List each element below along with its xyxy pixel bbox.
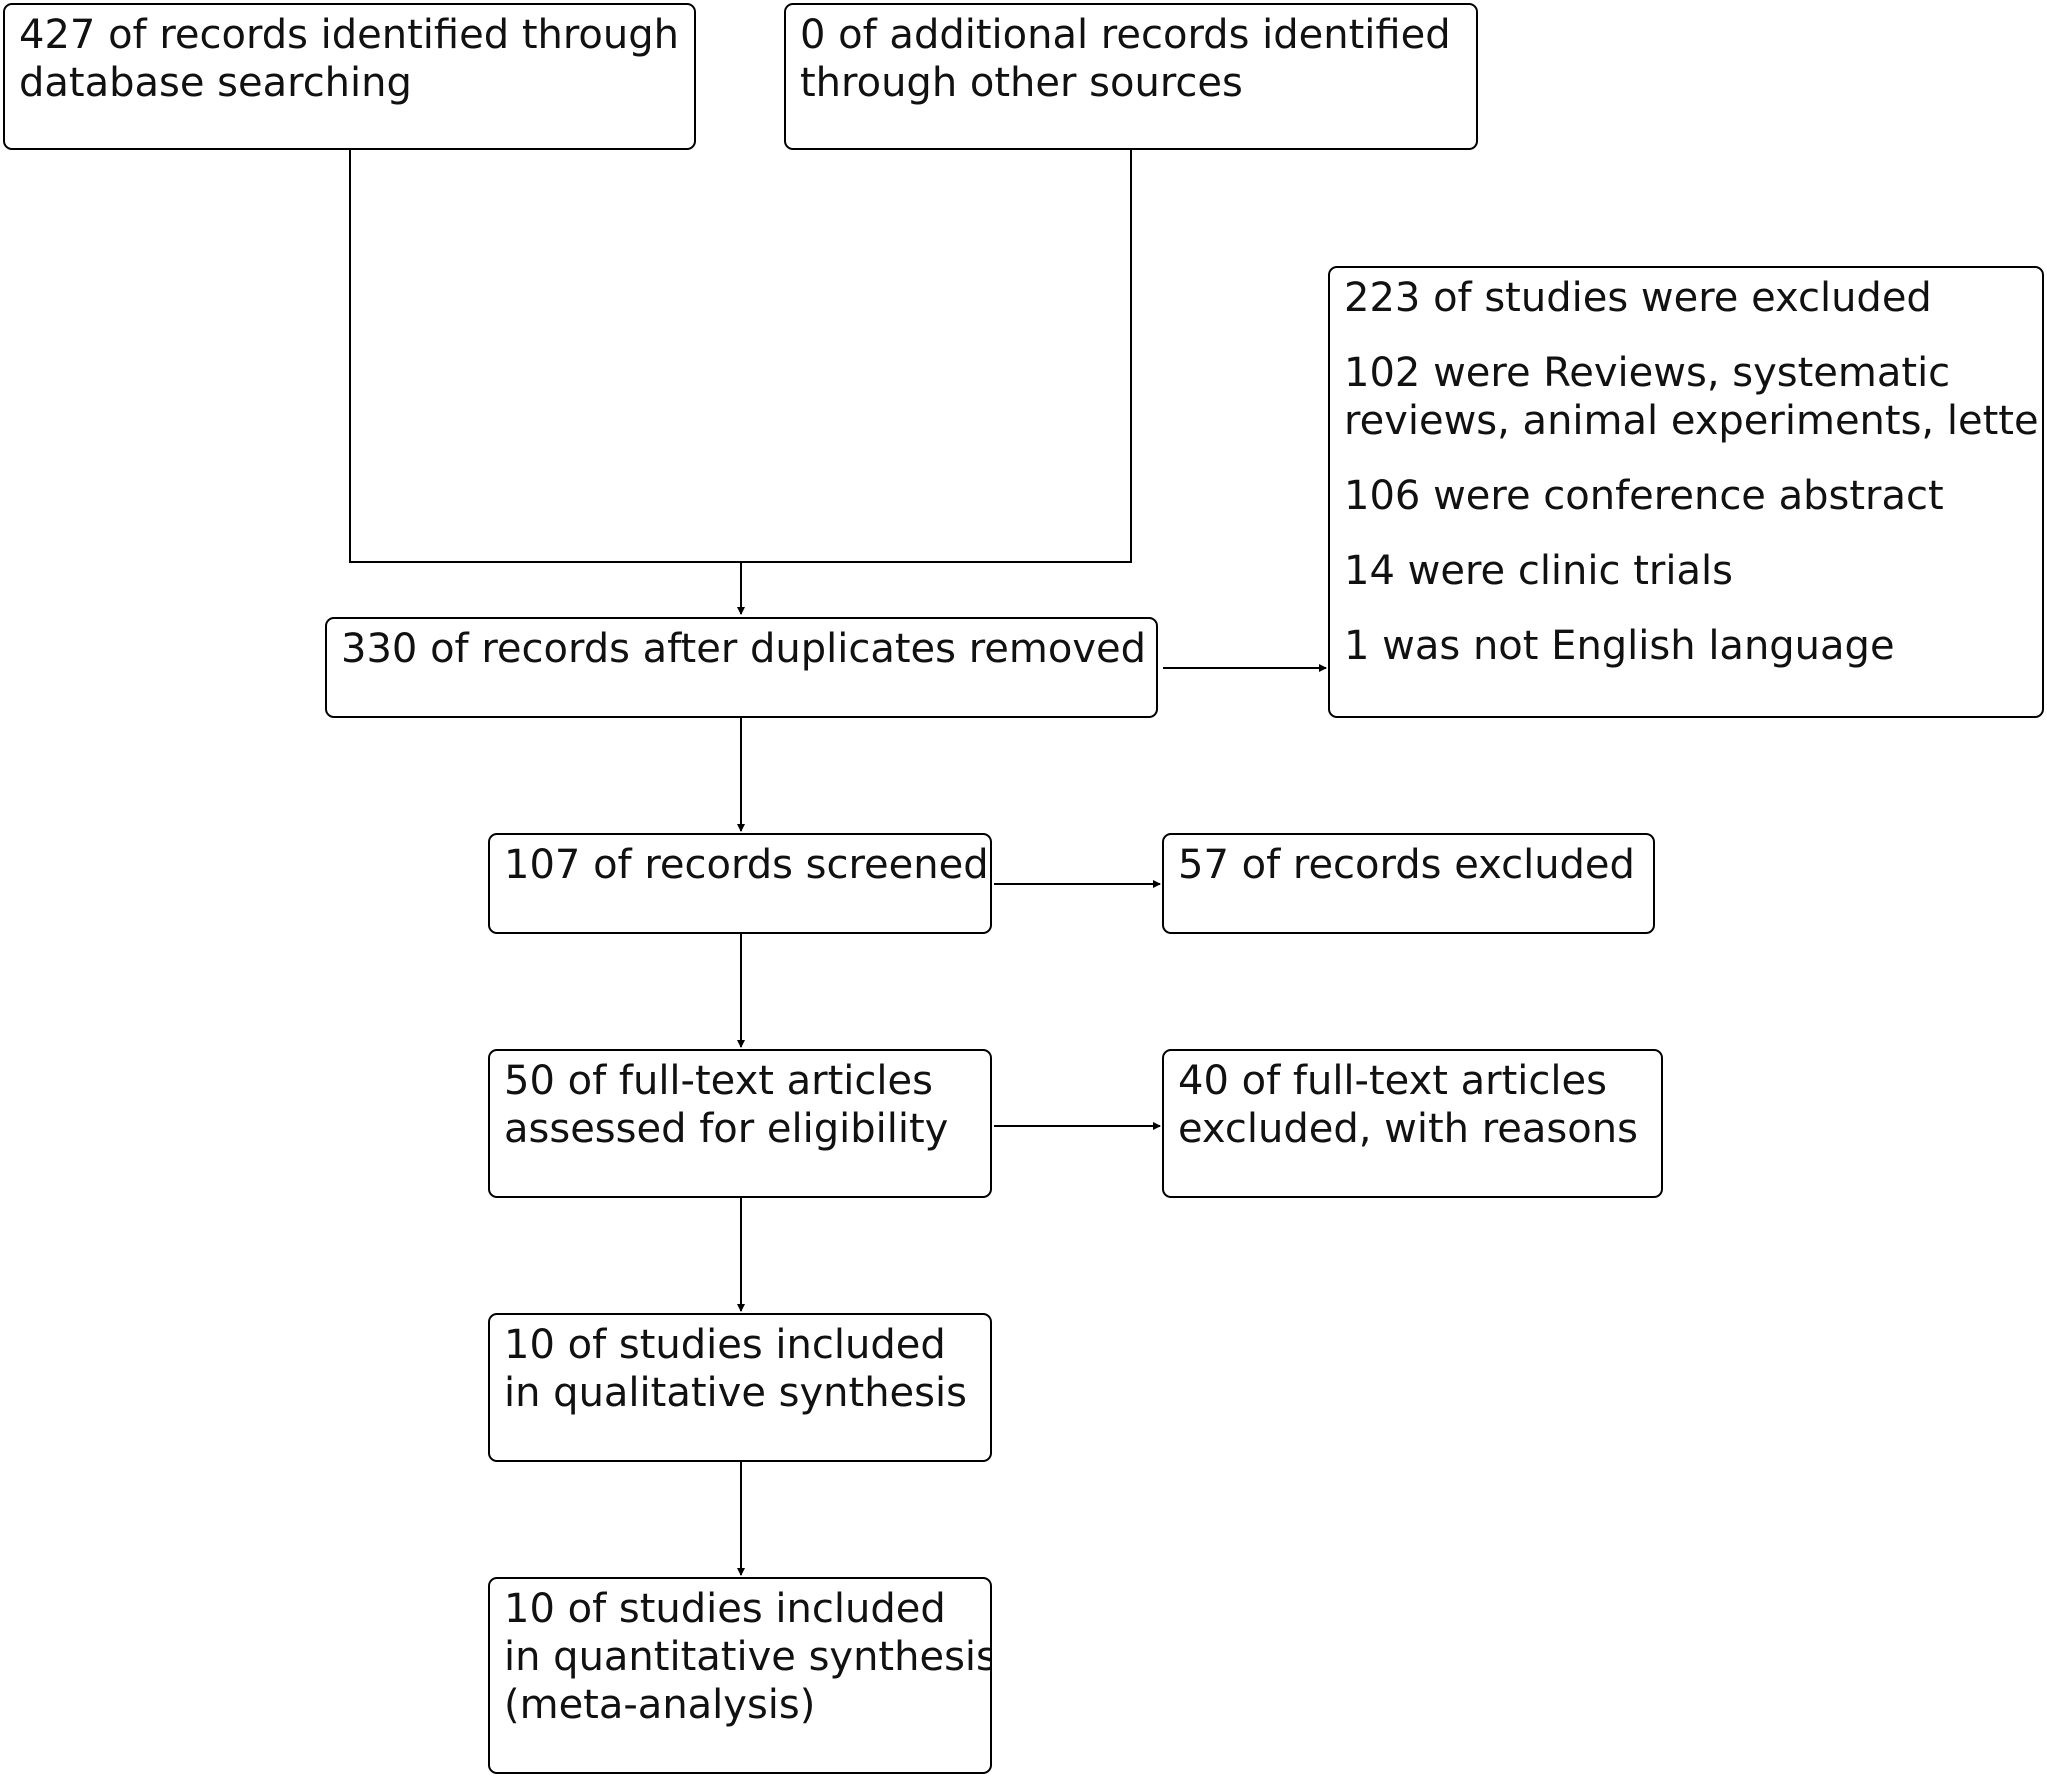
text-line: excluded, with reasons bbox=[1178, 1106, 1638, 1152]
box-excluded-studies: 223 of studies were excluded 102 were Re… bbox=[1328, 266, 2044, 718]
text-line: through other sources bbox=[800, 60, 1243, 106]
exclusion-reason: 14 were clinic trials bbox=[1344, 548, 1733, 594]
box-database-records: 427 of records identified through databa… bbox=[3, 3, 696, 150]
box-fulltext-excluded: 40 of full-text articles excluded, with … bbox=[1162, 1049, 1663, 1198]
text-line: 0 of additional records identified bbox=[800, 12, 1451, 58]
text-line: in quantitative synthesis bbox=[504, 1634, 992, 1680]
text-line: 10 of studies included bbox=[504, 1322, 946, 1368]
text-line: 57 of records excluded bbox=[1178, 842, 1635, 888]
text-line: assessed for eligibility bbox=[504, 1106, 949, 1152]
exclusion-reason: 106 were conference abstract bbox=[1344, 473, 1944, 519]
text-line: 330 of records after duplicates removed bbox=[341, 626, 1146, 672]
box-screened: 107 of records screened bbox=[488, 833, 992, 934]
merge-connector bbox=[349, 149, 1132, 563]
text-line: (meta-analysis) bbox=[504, 1682, 816, 1728]
text-line: in qualitative synthesis bbox=[504, 1370, 967, 1416]
text-line: 50 of full-text articles bbox=[504, 1058, 933, 1104]
text-line: 40 of full-text articles bbox=[1178, 1058, 1607, 1104]
text-line: 427 of records identified through bbox=[19, 12, 679, 58]
box-other-records: 0 of additional records identified throu… bbox=[784, 3, 1478, 150]
text-line: 10 of studies included bbox=[504, 1586, 946, 1632]
box-fulltext-assessed: 50 of full-text articles assessed for el… bbox=[488, 1049, 992, 1198]
excluded-studies-heading: 223 of studies were excluded bbox=[1344, 275, 1932, 321]
exclusion-reason: reviews, animal experiments, letter bbox=[1344, 398, 2044, 444]
exclusion-reason: 1 was not English language bbox=[1344, 623, 1895, 669]
text-line: database searching bbox=[19, 60, 412, 106]
text-line: 107 of records screened bbox=[504, 842, 989, 888]
exclusion-reason: 102 were Reviews, systematic bbox=[1344, 350, 1951, 396]
box-after-duplicates: 330 of records after duplicates removed bbox=[325, 617, 1158, 718]
box-quantitative: 10 of studies included in quantitative s… bbox=[488, 1577, 992, 1774]
box-records-excluded: 57 of records excluded bbox=[1162, 833, 1655, 934]
box-qualitative: 10 of studies included in qualitative sy… bbox=[488, 1313, 992, 1462]
